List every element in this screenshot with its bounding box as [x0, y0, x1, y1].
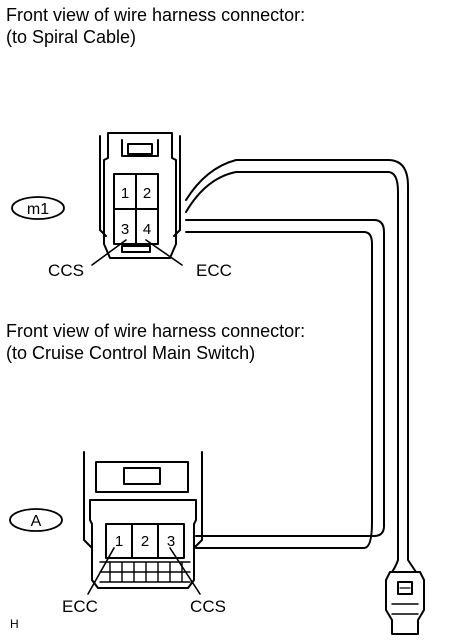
connector-a-terminal-strip: [99, 561, 191, 583]
connector-a-pin-frame: [105, 523, 185, 559]
a-pin-1: 1: [115, 533, 123, 550]
connector-a-left-latch: [83, 451, 93, 549]
m1-ccs-label: CCS: [48, 261, 84, 280]
a-ecc-label: ECC: [62, 597, 98, 616]
a-ccs-leader: [169, 547, 201, 595]
connector-a-tag: A: [31, 513, 42, 530]
end-plug: [385, 571, 425, 635]
bottom-heading-line1: Front view of wire harness connector:: [6, 321, 306, 341]
connector-a-tag-ellipse: [9, 508, 63, 532]
a-ccs-label: CCS: [190, 597, 226, 616]
m1-ecc-label: ECC: [196, 261, 232, 280]
top-heading-line1: Front view of wire harness connector:: [6, 5, 306, 25]
connector-a-right-latch: [193, 451, 203, 549]
wire-outer-upper: [185, 159, 409, 549]
connector-m1-body: [103, 132, 177, 259]
connector-m1-lock-tab: [121, 139, 159, 157]
top-heading-line2: (to Spiral Cable): [6, 27, 137, 47]
top-connector-heading: Front view of wire harness connector: (t…: [6, 4, 305, 48]
connector-a-body: [89, 499, 197, 589]
wire-harness: [185, 159, 417, 573]
wire-inner-upper: [185, 219, 385, 537]
figure-code: H: [10, 617, 19, 631]
connector-m1-tag-ellipse: [11, 196, 65, 220]
m1-pin-3: 3: [121, 221, 129, 238]
wire-outer-lower: [185, 171, 399, 549]
wire-inner-lower: [185, 231, 373, 549]
m1-pin-1: 1: [121, 185, 129, 202]
m1-pin-4: 4: [143, 221, 151, 238]
connector-m1: [11, 132, 183, 266]
m1-ccs-leader: [91, 239, 127, 266]
connector-m1-right-latch: [173, 135, 181, 237]
connector-m1-left-latch: [99, 135, 107, 237]
end-plug-body: [385, 571, 425, 635]
m1-ecc-leader: [145, 239, 183, 266]
connector-a-hood: [95, 461, 189, 493]
m1-pin-2: 2: [143, 185, 151, 202]
connector-a: [9, 451, 203, 595]
connector-m1-tag: m1: [27, 201, 49, 218]
a-ecc-leader: [87, 547, 115, 595]
bottom-heading-line2: (to Cruise Control Main Switch): [6, 343, 256, 363]
a-pin-3: 3: [167, 533, 175, 550]
a-pin-2: 2: [141, 533, 149, 550]
bottom-connector-heading: Front view of wire harness connector: (t…: [6, 320, 305, 364]
